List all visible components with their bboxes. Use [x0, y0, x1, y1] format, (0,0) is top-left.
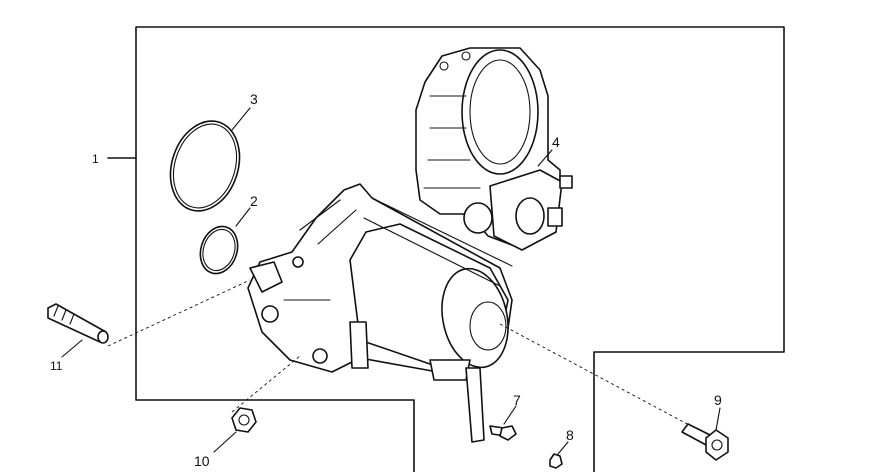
part-2-o-ring [199, 225, 239, 275]
leader-2 [235, 207, 251, 227]
dash-line-9 [499, 323, 707, 435]
leader-10 [213, 431, 237, 453]
callout-1: 1 [92, 152, 99, 166]
assembly-outline [135, 26, 785, 472]
leader-9 [715, 407, 721, 431]
dash-line-11 [107, 279, 251, 347]
part-4-solenoid [415, 47, 573, 251]
leader-7 [503, 405, 517, 425]
callout-7: 7 [513, 392, 521, 408]
callout-11: 11 [50, 359, 63, 373]
callout-9: 9 [714, 392, 722, 408]
starter-motor [247, 183, 513, 443]
part-9-bolt [681, 423, 729, 461]
leader-4 [537, 149, 553, 167]
callout-2: 2 [250, 193, 258, 209]
callout-4: 4 [552, 134, 560, 150]
dash-line-10 [231, 355, 301, 413]
part-10-nut [231, 407, 257, 433]
leader-8 [557, 441, 569, 455]
leader-11 [61, 339, 83, 358]
callout-3: 3 [250, 91, 258, 107]
part-8-nut [549, 453, 563, 469]
part-7-bolt [489, 425, 517, 441]
leader-3 [231, 107, 251, 131]
callout-8: 8 [566, 427, 574, 443]
callout-10: 10 [194, 453, 210, 469]
part-11-stud [47, 303, 109, 344]
part-3-o-ring [169, 120, 241, 212]
